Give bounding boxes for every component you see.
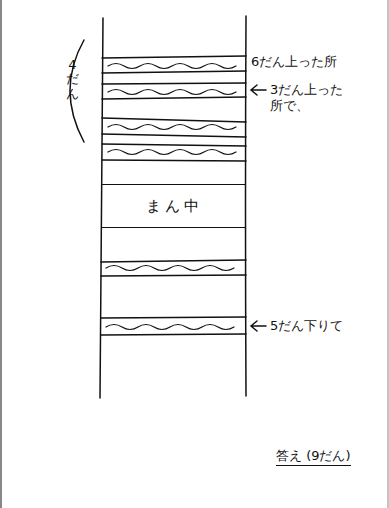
rung-count: 4だん	[66, 58, 79, 101]
step-note: 6だん上った所	[251, 54, 337, 70]
band-text: まん中	[146, 197, 203, 216]
step-note: 5だん下りて	[270, 318, 343, 334]
answer-text: 答え (9だん)	[276, 448, 351, 466]
step-note: 3だん上った 所で、	[270, 82, 354, 115]
ladder-band: まん中	[102, 184, 246, 228]
